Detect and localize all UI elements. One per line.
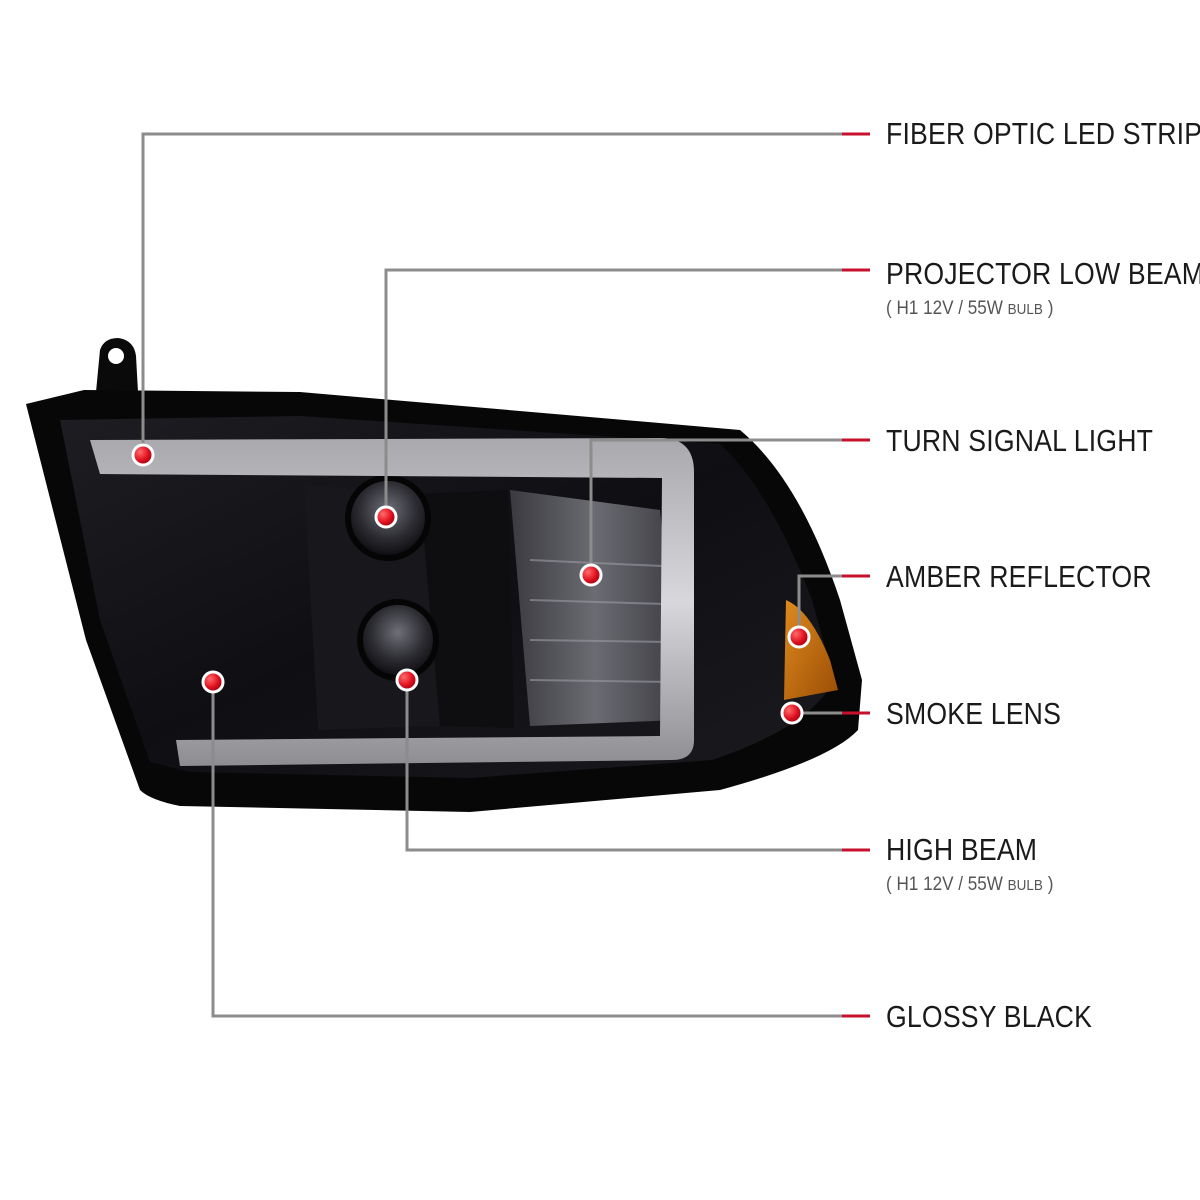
callout-label-projector-low-beam: PROJECTOR LOW BEAM <box>886 256 1200 291</box>
callout-spec-projector-low-beam: ( H1 12V / 55W BULB ) <box>886 298 1053 321</box>
callout-label-amber-reflector: AMBER REFLECTOR <box>886 559 1152 594</box>
spec-rating: 12V / 55W <box>923 874 1003 895</box>
spec-close-paren: ) <box>1047 298 1054 319</box>
spec-open-paren: ( <box>886 874 892 895</box>
callout-lines <box>141 132 870 1018</box>
spec-bulb-type: H1 <box>896 298 919 319</box>
callout-dot-fiber-optic-led-strip <box>131 443 155 467</box>
callout-dots <box>131 443 811 725</box>
callout-dot-projector-low-beam <box>374 505 398 529</box>
callout-label-turn-signal-light: TURN SIGNAL LIGHT <box>886 423 1154 458</box>
callout-label-glossy-black: GLOSSY BLACK <box>886 999 1093 1034</box>
spec-unit: BULB <box>1007 877 1043 894</box>
callout-dot-turn-signal-light <box>579 563 603 587</box>
led-light-strip <box>90 438 694 766</box>
spec-bulb-type: H1 <box>896 874 919 895</box>
callout-label-smoke-lens: SMOKE LENS <box>886 696 1062 731</box>
callout-dot-amber-reflector <box>787 625 811 649</box>
mounting-tab <box>96 338 138 392</box>
callout-label-high-beam: HIGH BEAM <box>886 832 1038 867</box>
callout-dot-high-beam <box>395 668 419 692</box>
callout-label-fiber-optic-led-strip: FIBER OPTIC LED STRIP <box>886 116 1200 151</box>
projector-module <box>304 475 514 730</box>
spec-close-paren: ) <box>1047 874 1054 895</box>
turn-signal-reflector <box>510 490 680 726</box>
spec-open-paren: ( <box>886 298 892 319</box>
spec-rating: 12V / 55W <box>923 298 1003 319</box>
callout-dot-glossy-black <box>201 670 225 694</box>
callout-dot-smoke-lens <box>780 701 804 725</box>
callout-spec-high-beam: ( H1 12V / 55W BULB ) <box>886 874 1053 897</box>
spec-unit: BULB <box>1007 301 1043 318</box>
